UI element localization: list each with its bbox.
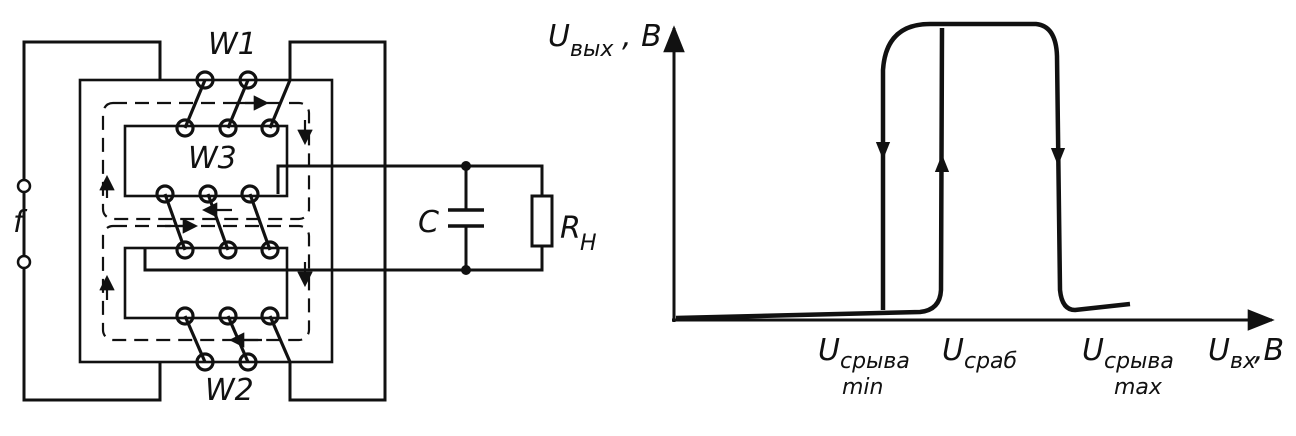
coil-w3 bbox=[155, 184, 280, 260]
label-w2: W2 bbox=[205, 373, 254, 408]
coil-w1 bbox=[175, 70, 292, 138]
tick-operate-main: U bbox=[942, 333, 964, 368]
x-axis-label-main: U bbox=[1208, 333, 1230, 368]
tick-max-sub: срыва bbox=[1104, 349, 1174, 374]
magnetic-amplifier-circuit: W1 W3 W2 f C R H bbox=[13, 27, 597, 408]
label-w3: W3 bbox=[188, 141, 237, 176]
output-circuit bbox=[143, 161, 554, 275]
label-resistor: R bbox=[560, 211, 581, 246]
tick-max-second: max bbox=[1114, 375, 1163, 400]
label-w1: W1 bbox=[208, 27, 257, 62]
coil-w2 bbox=[175, 306, 292, 372]
terminal-top bbox=[16, 178, 32, 194]
tick-operate-sub: сраб bbox=[964, 349, 1017, 374]
tick-max-main: U bbox=[1082, 333, 1104, 368]
curve-top-and-fall bbox=[880, 21, 1131, 313]
y-axis-label-sub: вых bbox=[570, 37, 614, 62]
flux-paths bbox=[99, 95, 313, 348]
tick-min-second: min bbox=[842, 375, 884, 400]
y-axis-label-main: U bbox=[548, 19, 570, 54]
x-axis-label-unit: ,B bbox=[1254, 333, 1284, 368]
label-resistor-sub: H bbox=[580, 231, 597, 256]
supply-wire-left bbox=[22, 40, 162, 402]
transfer-characteristic-graph: U вых , B U срыва min U сраб U срыва max… bbox=[548, 19, 1284, 400]
label-capacitor: C bbox=[418, 205, 439, 240]
curve-rise bbox=[675, 27, 945, 321]
junction-top bbox=[461, 161, 471, 171]
tick-min-main: U bbox=[818, 333, 840, 368]
load-resistor bbox=[530, 194, 554, 248]
label-f: f bbox=[13, 205, 28, 240]
x-axis-label-sub: вх bbox=[1230, 349, 1257, 374]
y-axis-label-unit: , B bbox=[622, 19, 662, 54]
transformer-core bbox=[78, 78, 334, 364]
junction-bottom bbox=[461, 265, 471, 275]
terminal-bottom bbox=[16, 254, 32, 270]
tick-min-sub: срыва bbox=[840, 349, 910, 374]
supply-wire-right bbox=[288, 40, 387, 402]
